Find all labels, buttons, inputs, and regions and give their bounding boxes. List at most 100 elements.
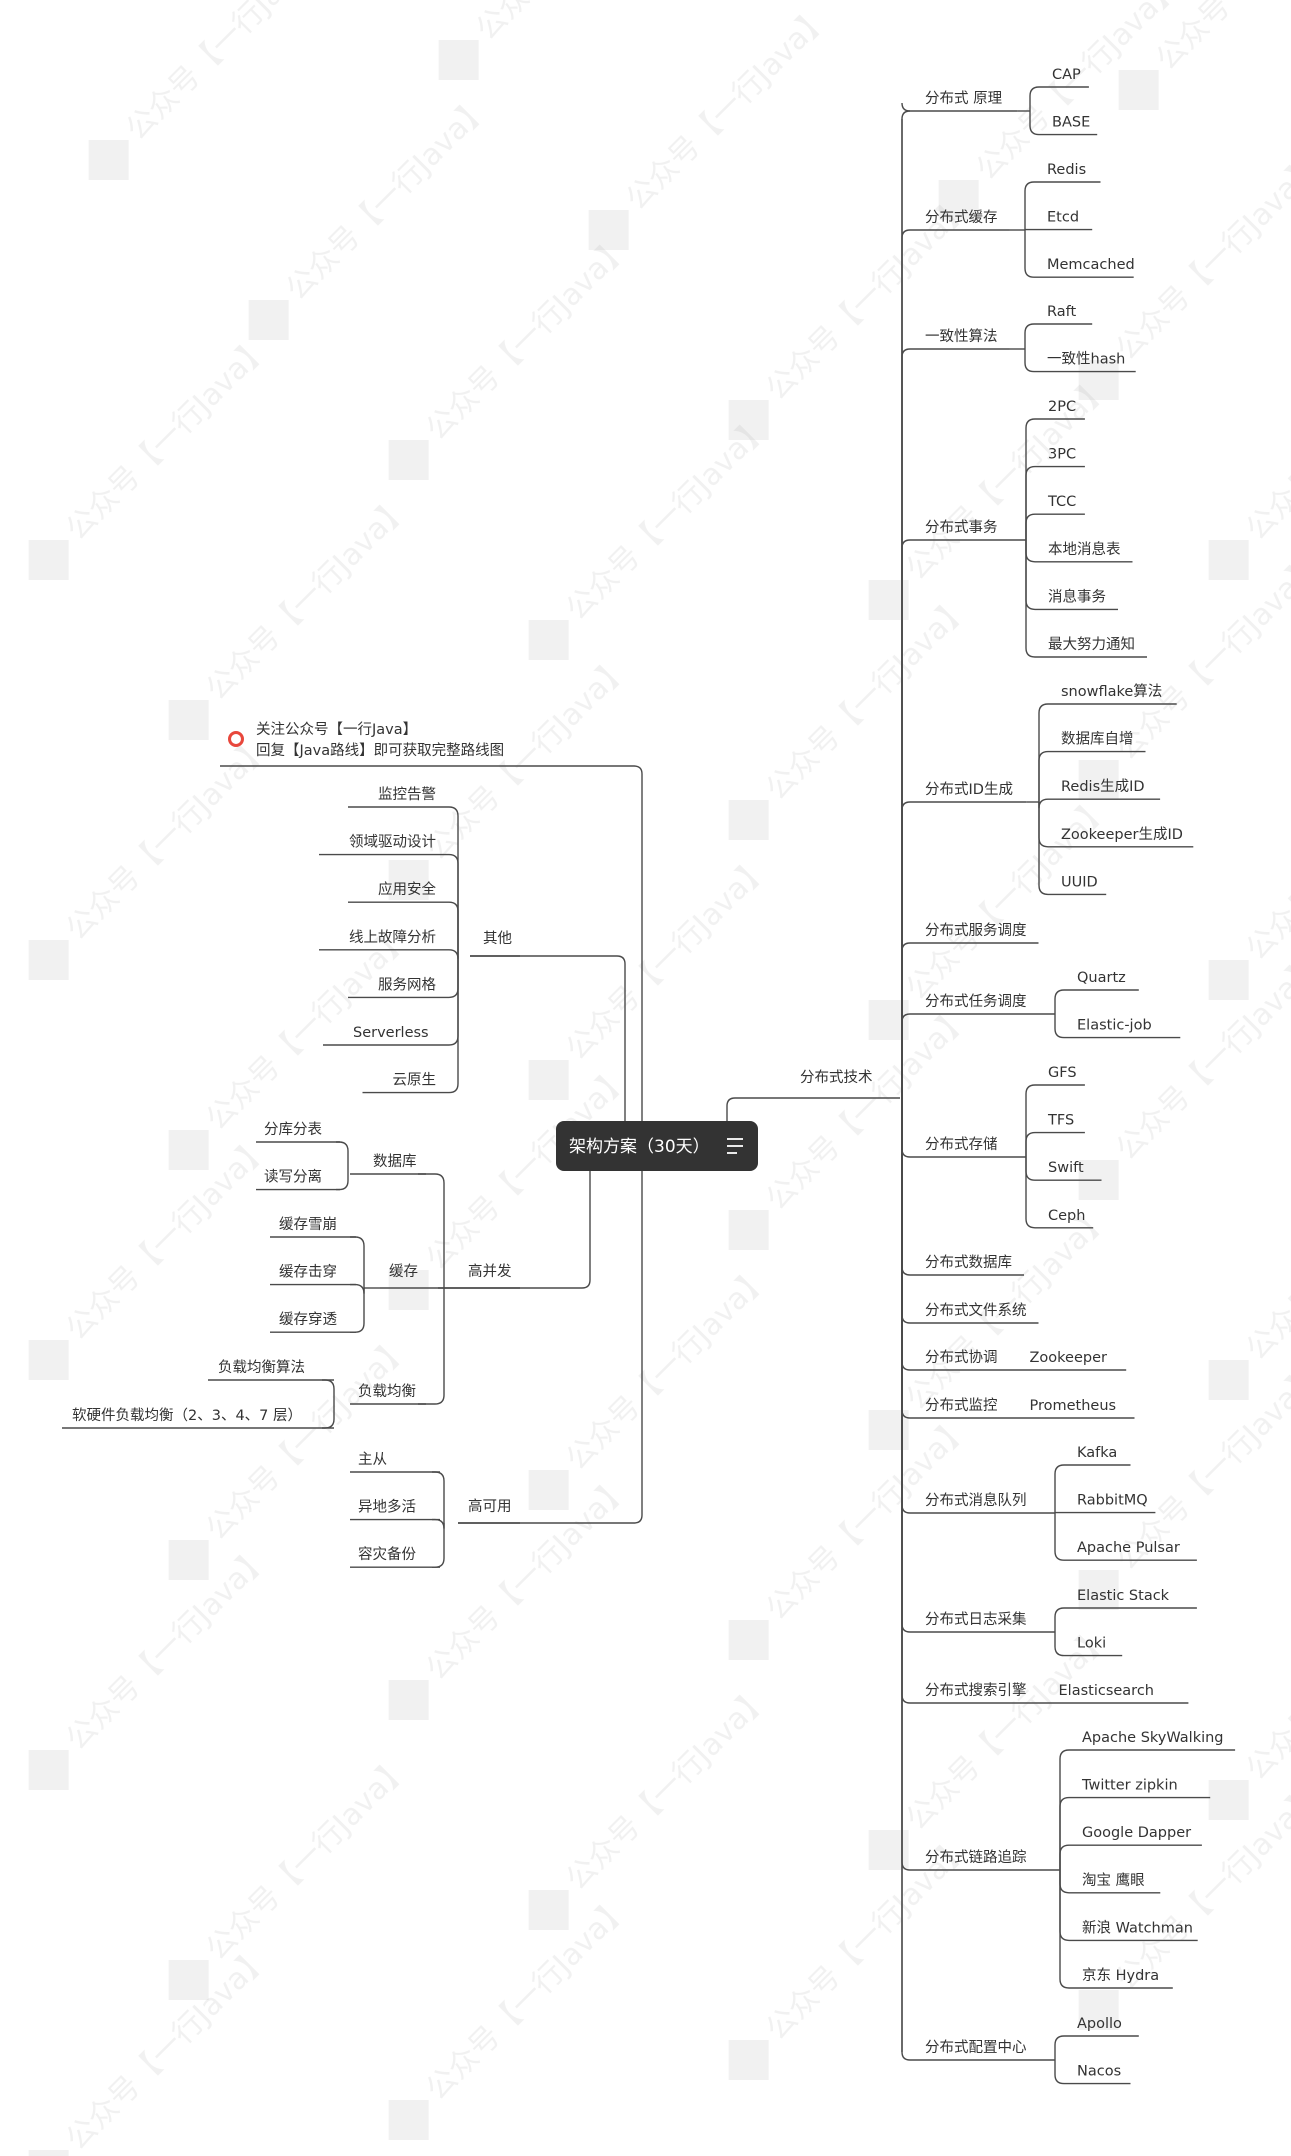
node-leaf-raft[interactable]: Raft bbox=[1047, 304, 1076, 320]
root-node-box[interactable] bbox=[556, 1121, 758, 1171]
node-avail-0[interactable]: 主从 bbox=[358, 1451, 387, 1468]
node-leaf-apollo[interactable]: Apollo bbox=[1077, 2016, 1122, 2032]
node-leaf-cap[interactable]: CAP bbox=[1052, 67, 1081, 83]
node-category-9[interactable]: 分布式文件系统 bbox=[925, 1302, 1027, 1319]
node-other-serverless[interactable]: Serverless bbox=[353, 1025, 429, 1041]
node-category-16[interactable]: 分布式配置中心 bbox=[925, 2039, 1027, 2056]
node-category-12[interactable]: 分布式消息队列 bbox=[925, 1492, 1027, 1509]
node-category-11[interactable]: 分布式监控 bbox=[925, 1397, 998, 1414]
node-leaf-gfs[interactable]: GFS bbox=[1048, 1065, 1077, 1081]
node-other-item[interactable]: 云原生 bbox=[393, 1072, 437, 1089]
node-leaf-hydra[interactable]: 京东 Hydra bbox=[1082, 1967, 1159, 1984]
node-leaf-rabbitmq[interactable]: RabbitMQ bbox=[1077, 1493, 1148, 1509]
node-leaf-elastic-job[interactable]: Elastic-job bbox=[1077, 1018, 1152, 1034]
node-db-0[interactable]: 分库分表 bbox=[264, 1121, 322, 1138]
node-avail-2[interactable]: 容灾备份 bbox=[358, 1546, 416, 1563]
node-leaf-apache-pulsar[interactable]: Apache Pulsar bbox=[1077, 1540, 1180, 1556]
node-category-6[interactable]: 分布式任务调度 bbox=[925, 993, 1027, 1010]
node-category-5[interactable]: 分布式服务调度 bbox=[925, 922, 1027, 939]
node-leaf-zookeeper[interactable]: Zookeeper bbox=[1030, 1350, 1108, 1366]
node-lb-algorithm[interactable]: 负载均衡算法 bbox=[218, 1359, 305, 1376]
node-leaf-kafka[interactable]: Kafka bbox=[1077, 1445, 1117, 1461]
node-leaf-apache-skywalking[interactable]: Apache SkyWalking bbox=[1082, 1730, 1224, 1746]
node-category-4[interactable]: 分布式ID生成 bbox=[925, 781, 1013, 798]
node-leaf-hash[interactable]: 一致性hash bbox=[1047, 351, 1125, 368]
node-leaf-item[interactable]: 数据库自增 bbox=[1061, 731, 1134, 748]
node-other-item[interactable]: 领域驱动设计 bbox=[349, 834, 436, 851]
watermark-text: 公众号【一行Java】 bbox=[1149, 0, 1291, 77]
node-lb[interactable]: 负载均衡 bbox=[358, 1383, 416, 1400]
node-category-1[interactable]: 分布式缓存 bbox=[925, 209, 998, 226]
node-category-15[interactable]: 分布式链路追踪 bbox=[925, 1849, 1027, 1866]
node-leaf-swift[interactable]: Swift bbox=[1048, 1160, 1084, 1176]
node-distributed-tech[interactable]: 分布式技术 bbox=[800, 1069, 873, 1086]
node-category-13[interactable]: 分布式日志采集 bbox=[925, 1611, 1027, 1628]
connector-other-3 bbox=[444, 949, 459, 959]
connector-leaf-7-2 bbox=[1025, 1157, 1046, 1181]
node-leaf-uuid[interactable]: UUID bbox=[1061, 874, 1098, 890]
node-leaf-google-dapper[interactable]: Google Dapper bbox=[1082, 1825, 1191, 1841]
node-cache[interactable]: 缓存 bbox=[389, 1263, 418, 1280]
node-lb-hw[interactable]: 软硬件负载均衡（2、3、4、7 层） bbox=[72, 1407, 302, 1424]
node-category-10[interactable]: 分布式协调 bbox=[925, 1349, 998, 1366]
node-leaf-twitter-zipkin[interactable]: Twitter zipkin bbox=[1081, 1778, 1178, 1794]
node-concurrency[interactable]: 高并发 bbox=[468, 1263, 512, 1280]
connector-avail-2 bbox=[432, 1523, 445, 1568]
connector-leaf-6-1 bbox=[1054, 1014, 1075, 1039]
node-leaf-elasticsearch[interactable]: Elasticsearch bbox=[1059, 1683, 1154, 1699]
connector-category-10 bbox=[901, 1098, 923, 1371]
node-category-14[interactable]: 分布式搜索引擎 bbox=[925, 1682, 1027, 1699]
connector-leaf-4-1 bbox=[1038, 750, 1059, 802]
node-cache-0[interactable]: 缓存雪崩 bbox=[279, 1216, 337, 1233]
node-leaf-snowflake[interactable]: snowflake算法 bbox=[1061, 683, 1162, 700]
node-leaf-loki[interactable]: Loki bbox=[1077, 1636, 1106, 1652]
connector-avail-0 bbox=[432, 1471, 445, 1523]
node-category-3[interactable]: 分布式事务 bbox=[925, 519, 998, 536]
connector-leaf-15-0 bbox=[1059, 1749, 1080, 1870]
node-db-1[interactable]: 读写分离 bbox=[264, 1169, 322, 1186]
node-leaf-zookeeper-id[interactable]: Zookeeper生成ID bbox=[1061, 826, 1183, 843]
node-other-item[interactable]: 服务网格 bbox=[378, 976, 436, 993]
node-leaf-elastic-stack[interactable]: Elastic Stack bbox=[1077, 1588, 1170, 1604]
node-leaf-3pc[interactable]: 3PC bbox=[1048, 447, 1076, 463]
note-node[interactable]: 关注公众号【一行Java】 回复【Java路线】即可获取完整路线图 bbox=[228, 721, 505, 759]
node-leaf-watchman[interactable]: 新浪 Watchman bbox=[1082, 1919, 1193, 1936]
node-leaf-etcd[interactable]: Etcd bbox=[1047, 210, 1079, 226]
root-node[interactable]: 架构方案（30天） bbox=[556, 1121, 758, 1171]
node-availability[interactable]: 高可用 bbox=[468, 1498, 512, 1515]
watermark-text: 公众号【一行Java】 bbox=[759, 1409, 977, 1627]
node-leaf-quartz[interactable]: Quartz bbox=[1077, 970, 1126, 986]
node-cache-2[interactable]: 缓存穿透 bbox=[279, 1311, 337, 1328]
node-leaf-nacos[interactable]: Nacos bbox=[1077, 2064, 1121, 2080]
node-leaf-ceph[interactable]: Ceph bbox=[1048, 1208, 1085, 1224]
node-leaf-memcached[interactable]: Memcached bbox=[1047, 257, 1135, 273]
node-leaf-base[interactable]: BASE bbox=[1052, 115, 1090, 131]
node-leaf-item[interactable]: 本地消息表 bbox=[1048, 541, 1121, 558]
node-database[interactable]: 数据库 bbox=[373, 1153, 417, 1170]
watermark-text: 公众号【一行Java】 bbox=[899, 1619, 1117, 1837]
node-other-item[interactable]: 线上故障分析 bbox=[349, 928, 436, 946]
node-cache-1[interactable]: 缓存击穿 bbox=[279, 1264, 337, 1281]
node-other-item[interactable]: 应用安全 bbox=[378, 880, 436, 898]
node-leaf-tcc[interactable]: TCC bbox=[1047, 494, 1076, 510]
watermark: 公众号【一行Java】 bbox=[728, 1409, 977, 1660]
node-category-7[interactable]: 分布式存储 bbox=[925, 1136, 998, 1153]
node-leaf-redis[interactable]: Redis bbox=[1047, 162, 1086, 178]
node-leaf-redis-id[interactable]: Redis生成ID bbox=[1061, 778, 1145, 795]
connector-leaf-3-2 bbox=[1025, 513, 1046, 540]
node-other-item[interactable]: 监控告警 bbox=[378, 786, 436, 803]
node-leaf-item[interactable]: 淘宝 鹰眼 bbox=[1082, 1872, 1145, 1889]
node-category-0[interactable]: 分布式 原理 bbox=[925, 90, 1003, 107]
menu-icon[interactable] bbox=[727, 1138, 743, 1154]
node-leaf-item[interactable]: 消息事务 bbox=[1048, 588, 1106, 605]
node-leaf-2pc[interactable]: 2PC bbox=[1048, 399, 1076, 415]
connector-leaf-15-5 bbox=[1059, 1870, 1080, 1989]
node-category-8[interactable]: 分布式数据库 bbox=[925, 1254, 1012, 1271]
node-leaf-prometheus[interactable]: Prometheus bbox=[1030, 1398, 1117, 1414]
watermark: 公众号【一行Java】 bbox=[438, 0, 687, 80]
node-leaf-tfs[interactable]: TFS bbox=[1047, 1113, 1074, 1129]
node-leaf-item[interactable]: 最大努力通知 bbox=[1048, 636, 1135, 653]
node-other[interactable]: 其他 bbox=[483, 930, 512, 947]
node-category-2[interactable]: 一致性算法 bbox=[925, 328, 998, 345]
node-avail-1[interactable]: 异地多活 bbox=[358, 1499, 416, 1516]
